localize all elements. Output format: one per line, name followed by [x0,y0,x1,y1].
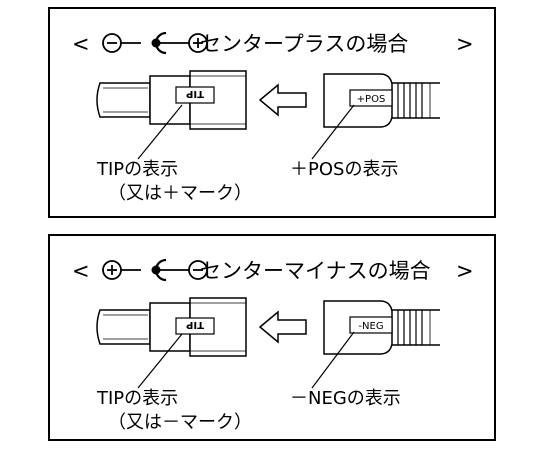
left-arrow-icon [258,310,307,344]
center-plus-panel: < センタープラスの場合 > TIP [48,7,496,218]
close-bracket: > [456,32,474,56]
tip-marking [175,317,215,335]
tip-leader-line [137,333,183,389]
polarity-diagram: TIP +POS [96,31,440,160]
minus-circle-icon [188,260,208,280]
tip-caption: TIPの表示 [97,159,179,180]
polarity-diagram: TIP -NEG [96,258,440,389]
tip-label: TIP [186,319,204,330]
tip-caption-note: （又は－マーク） [108,412,252,433]
neg-leader-line [311,331,355,389]
neg-label: -NEG [358,321,383,332]
tip-leader-line [137,104,183,160]
jack-illustration: -NEG [323,300,440,355]
pos-leader-line [311,104,355,160]
plug-illustration: TIP [96,70,247,130]
neg-caption: －NEGの表示 [290,388,401,409]
tip-marking [175,86,215,104]
polarity-symbol [102,31,208,55]
open-bracket: < [72,259,90,283]
center-minus-panel: < センターマイナスの場合 > TIP [48,234,496,441]
close-bracket: > [456,259,474,283]
tip-caption-note: （又は＋マーク） [108,183,252,204]
panel-heading: < センターマイナスの場合 > [50,256,494,286]
heading-text: センターマイナスの場合 [200,259,431,283]
polarity-symbol [102,258,208,282]
pos-caption: ＋POSの表示 [290,159,399,180]
plug-illustration: TIP [96,297,247,357]
jack-illustration: +POS [323,73,440,128]
open-bracket: < [72,32,90,56]
tip-caption: TIPの表示 [97,388,179,409]
tip-label: TIP [186,88,204,99]
pos-label: +POS [357,94,386,105]
plus-circle-icon [188,33,208,53]
heading-text: センタープラスの場合 [200,32,409,56]
left-arrow-icon [258,83,307,117]
panel-heading: < センタープラスの場合 > [50,29,494,59]
